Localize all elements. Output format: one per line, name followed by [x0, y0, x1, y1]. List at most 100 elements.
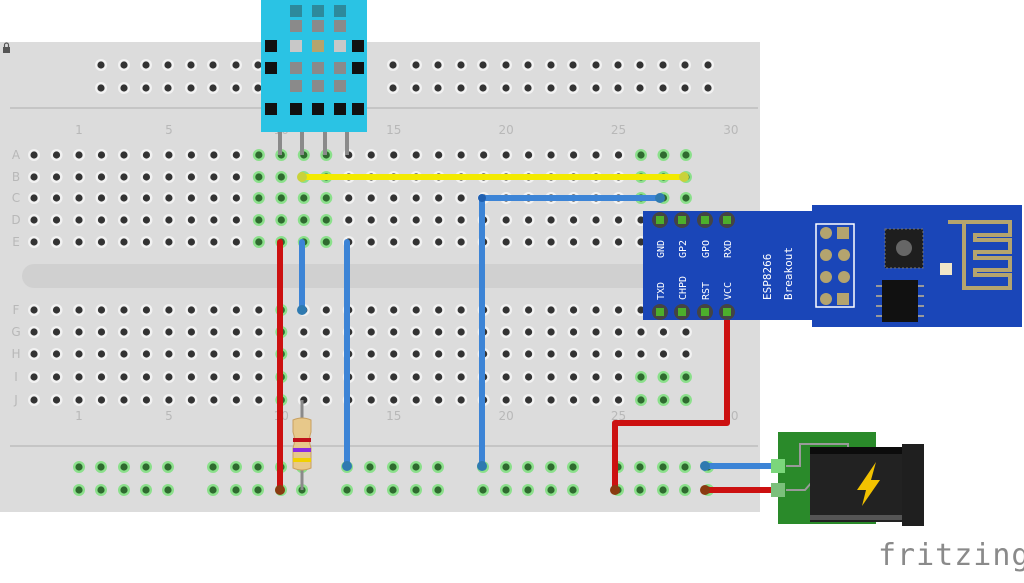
- breadboard-hole[interactable]: [412, 216, 420, 224]
- breadboard-hole[interactable]: [97, 238, 106, 246]
- power-rail-hole[interactable]: [547, 463, 555, 471]
- breadboard-hole[interactable]: [457, 238, 465, 246]
- power-rail-hole[interactable]: [636, 463, 644, 471]
- breadboard-hole[interactable]: [97, 328, 106, 336]
- power-rail-hole[interactable]: [569, 61, 577, 69]
- breadboard-hole[interactable]: [614, 328, 623, 336]
- power-rail-hole[interactable]: [434, 61, 442, 69]
- power-rail-hole[interactable]: [681, 486, 689, 494]
- breadboard-hole[interactable]: [277, 216, 285, 224]
- power-rail-hole[interactable]: [254, 61, 262, 69]
- power-rail-hole[interactable]: [97, 84, 105, 92]
- power-rail-hole[interactable]: [524, 61, 532, 69]
- power-rail-hole[interactable]: [569, 463, 577, 471]
- power-rail-hole[interactable]: [524, 486, 532, 494]
- power-rail-hole[interactable]: [659, 463, 667, 471]
- breadboard-hole[interactable]: [142, 216, 151, 224]
- power-rail-hole[interactable]: [569, 84, 577, 92]
- breadboard-hole[interactable]: [210, 173, 218, 181]
- breadboard-hole[interactable]: [120, 216, 128, 224]
- breadboard-hole[interactable]: [390, 151, 398, 159]
- dht-sensor[interactable]: [261, 0, 367, 155]
- power-rail-hole[interactable]: [75, 486, 83, 494]
- power-rail-hole[interactable]: [97, 61, 105, 69]
- breadboard-hole[interactable]: [97, 151, 106, 159]
- breadboard-hole[interactable]: [232, 396, 240, 404]
- power-rail-hole[interactable]: [389, 61, 397, 69]
- breadboard-hole[interactable]: [255, 306, 263, 314]
- power-rail-hole[interactable]: [457, 84, 465, 92]
- breadboard-hole[interactable]: [75, 194, 83, 202]
- breadboard-hole[interactable]: [75, 373, 83, 381]
- power-rail-hole[interactable]: [659, 61, 667, 69]
- breadboard-hole[interactable]: [322, 328, 330, 336]
- breadboard-hole[interactable]: [142, 194, 151, 202]
- breadboard-hole[interactable]: [502, 306, 510, 314]
- breadboard-hole[interactable]: [30, 151, 38, 159]
- breadboard-hole[interactable]: [165, 396, 173, 404]
- power-rail-hole[interactable]: [164, 463, 172, 471]
- breadboard-hole[interactable]: [525, 396, 533, 404]
- breadboard-hole[interactable]: [502, 373, 510, 381]
- power-rail-hole[interactable]: [569, 486, 577, 494]
- power-rail-hole[interactable]: [524, 463, 532, 471]
- breadboard-hole[interactable]: [165, 350, 173, 358]
- power-jack[interactable]: [771, 432, 924, 526]
- resistor[interactable]: [292, 400, 312, 490]
- breadboard-hole[interactable]: [592, 151, 600, 159]
- breadboard-hole[interactable]: [614, 306, 623, 314]
- power-rail-hole[interactable]: [232, 486, 240, 494]
- power-rail-hole[interactable]: [614, 61, 622, 69]
- breadboard-hole[interactable]: [547, 328, 555, 336]
- power-rail-hole[interactable]: [434, 463, 442, 471]
- power-rail-hole[interactable]: [164, 486, 172, 494]
- breadboard-hole[interactable]: [97, 216, 106, 224]
- breadboard-hole[interactable]: [592, 373, 600, 381]
- breadboard-hole[interactable]: [142, 373, 151, 381]
- breadboard-hole[interactable]: [435, 328, 443, 336]
- breadboard-hole[interactable]: [187, 328, 195, 336]
- breadboard-hole[interactable]: [187, 216, 195, 224]
- breadboard-hole[interactable]: [547, 306, 555, 314]
- esp8266-pin[interactable]: [723, 216, 731, 224]
- power-rail-hole[interactable]: [254, 463, 262, 471]
- breadboard-hole[interactable]: [592, 306, 600, 314]
- breadboard-hole[interactable]: [52, 328, 61, 336]
- power-rail-hole[interactable]: [704, 61, 712, 69]
- breadboard-hole[interactable]: [52, 216, 61, 224]
- breadboard-hole[interactable]: [322, 216, 330, 224]
- power-rail-hole[interactable]: [209, 486, 217, 494]
- power-rail-hole[interactable]: [389, 486, 397, 494]
- breadboard-hole[interactable]: [30, 238, 38, 246]
- breadboard-hole[interactable]: [187, 306, 195, 314]
- breadboard-hole[interactable]: [637, 306, 645, 314]
- breadboard-hole[interactable]: [255, 194, 263, 202]
- breadboard-hole[interactable]: [120, 306, 128, 314]
- breadboard-hole[interactable]: [412, 238, 420, 246]
- breadboard-hole[interactable]: [502, 238, 510, 246]
- breadboard-hole[interactable]: [75, 328, 83, 336]
- breadboard-hole[interactable]: [367, 216, 375, 224]
- power-rail-hole[interactable]: [592, 61, 600, 69]
- power-rail-hole[interactable]: [636, 61, 644, 69]
- breadboard-hole[interactable]: [637, 396, 645, 404]
- breadboard-hole[interactable]: [255, 396, 263, 404]
- power-rail-hole[interactable]: [209, 463, 217, 471]
- esp8266-pin[interactable]: [678, 216, 686, 224]
- breadboard-hole[interactable]: [435, 194, 443, 202]
- breadboard-hole[interactable]: [30, 216, 38, 224]
- breadboard-hole[interactable]: [187, 396, 195, 404]
- breadboard-hole[interactable]: [165, 151, 173, 159]
- breadboard-hole[interactable]: [210, 194, 218, 202]
- breadboard-hole[interactable]: [142, 151, 151, 159]
- breadboard-hole[interactable]: [502, 328, 510, 336]
- power-rail-hole[interactable]: [547, 84, 555, 92]
- breadboard-hole[interactable]: [232, 151, 240, 159]
- breadboard-hole[interactable]: [75, 216, 83, 224]
- breadboard-hole[interactable]: [525, 350, 533, 358]
- breadboard-hole[interactable]: [345, 194, 353, 202]
- breadboard-hole[interactable]: [614, 396, 623, 404]
- power-rail-hole[interactable]: [142, 486, 150, 494]
- breadboard-hole[interactable]: [187, 238, 195, 246]
